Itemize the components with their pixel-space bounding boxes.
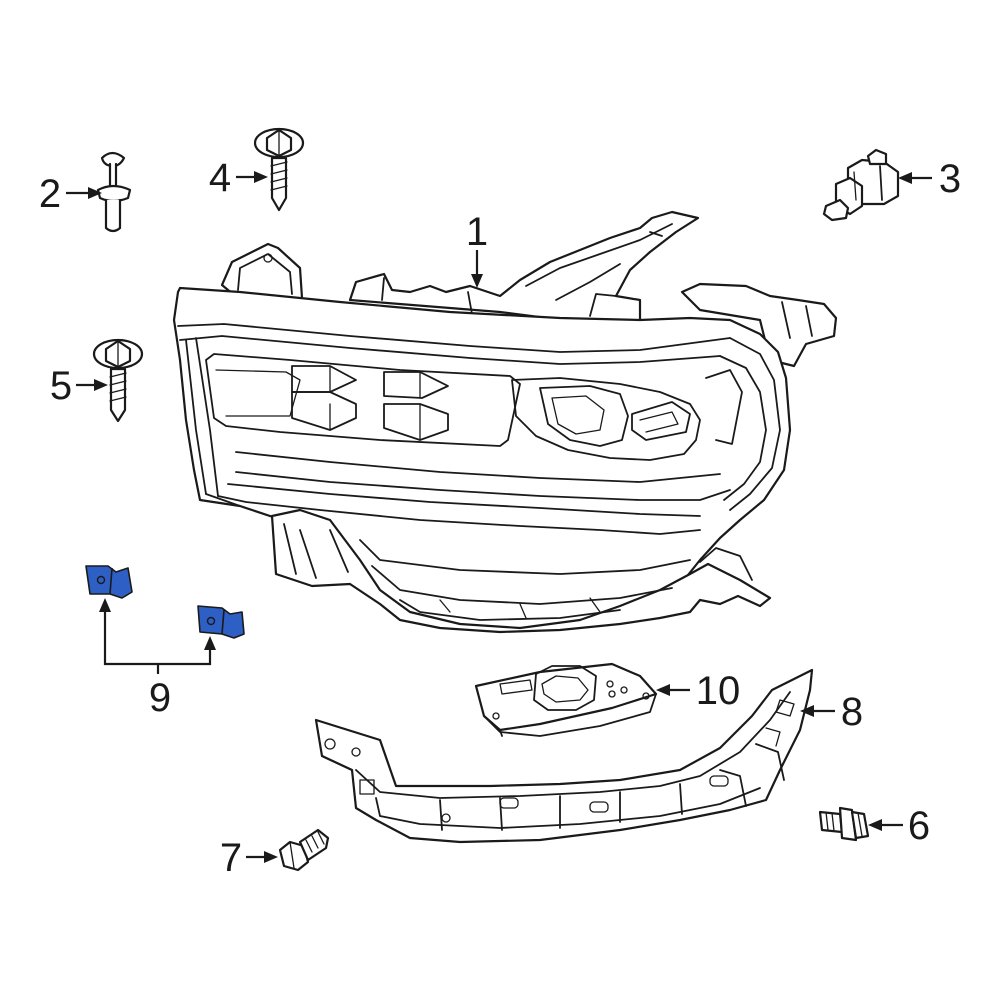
screw-5[interactable] [92, 338, 144, 423]
control-module[interactable] [474, 662, 658, 737]
callout-4: 4 [209, 156, 231, 200]
retainer-clip-left[interactable] [85, 565, 133, 599]
push-rivet[interactable] [96, 151, 132, 233]
callout-10: 10 [696, 669, 741, 713]
bolt-6[interactable] [818, 806, 870, 842]
callout-2: 2 [39, 172, 61, 216]
callout-8: 8 [841, 690, 863, 734]
callout-6: 6 [908, 804, 930, 848]
callout-7: 7 [220, 836, 242, 880]
callout-5: 5 [50, 364, 72, 408]
leader-lines [66, 171, 932, 863]
lower-mounting-bracket[interactable] [314, 668, 814, 844]
callout-9: 9 [149, 676, 171, 720]
bolt-7[interactable] [278, 828, 330, 872]
screw-4[interactable] [253, 127, 305, 212]
callout-3: 3 [939, 157, 961, 201]
retainer-clip-right[interactable] [197, 605, 245, 639]
callout-labels: 1 2 3 4 5 6 7 8 9 10 [39, 156, 961, 880]
headlamp-assembly[interactable] [172, 210, 838, 634]
connector-socket[interactable] [822, 148, 900, 222]
callout-1: 1 [466, 210, 488, 254]
